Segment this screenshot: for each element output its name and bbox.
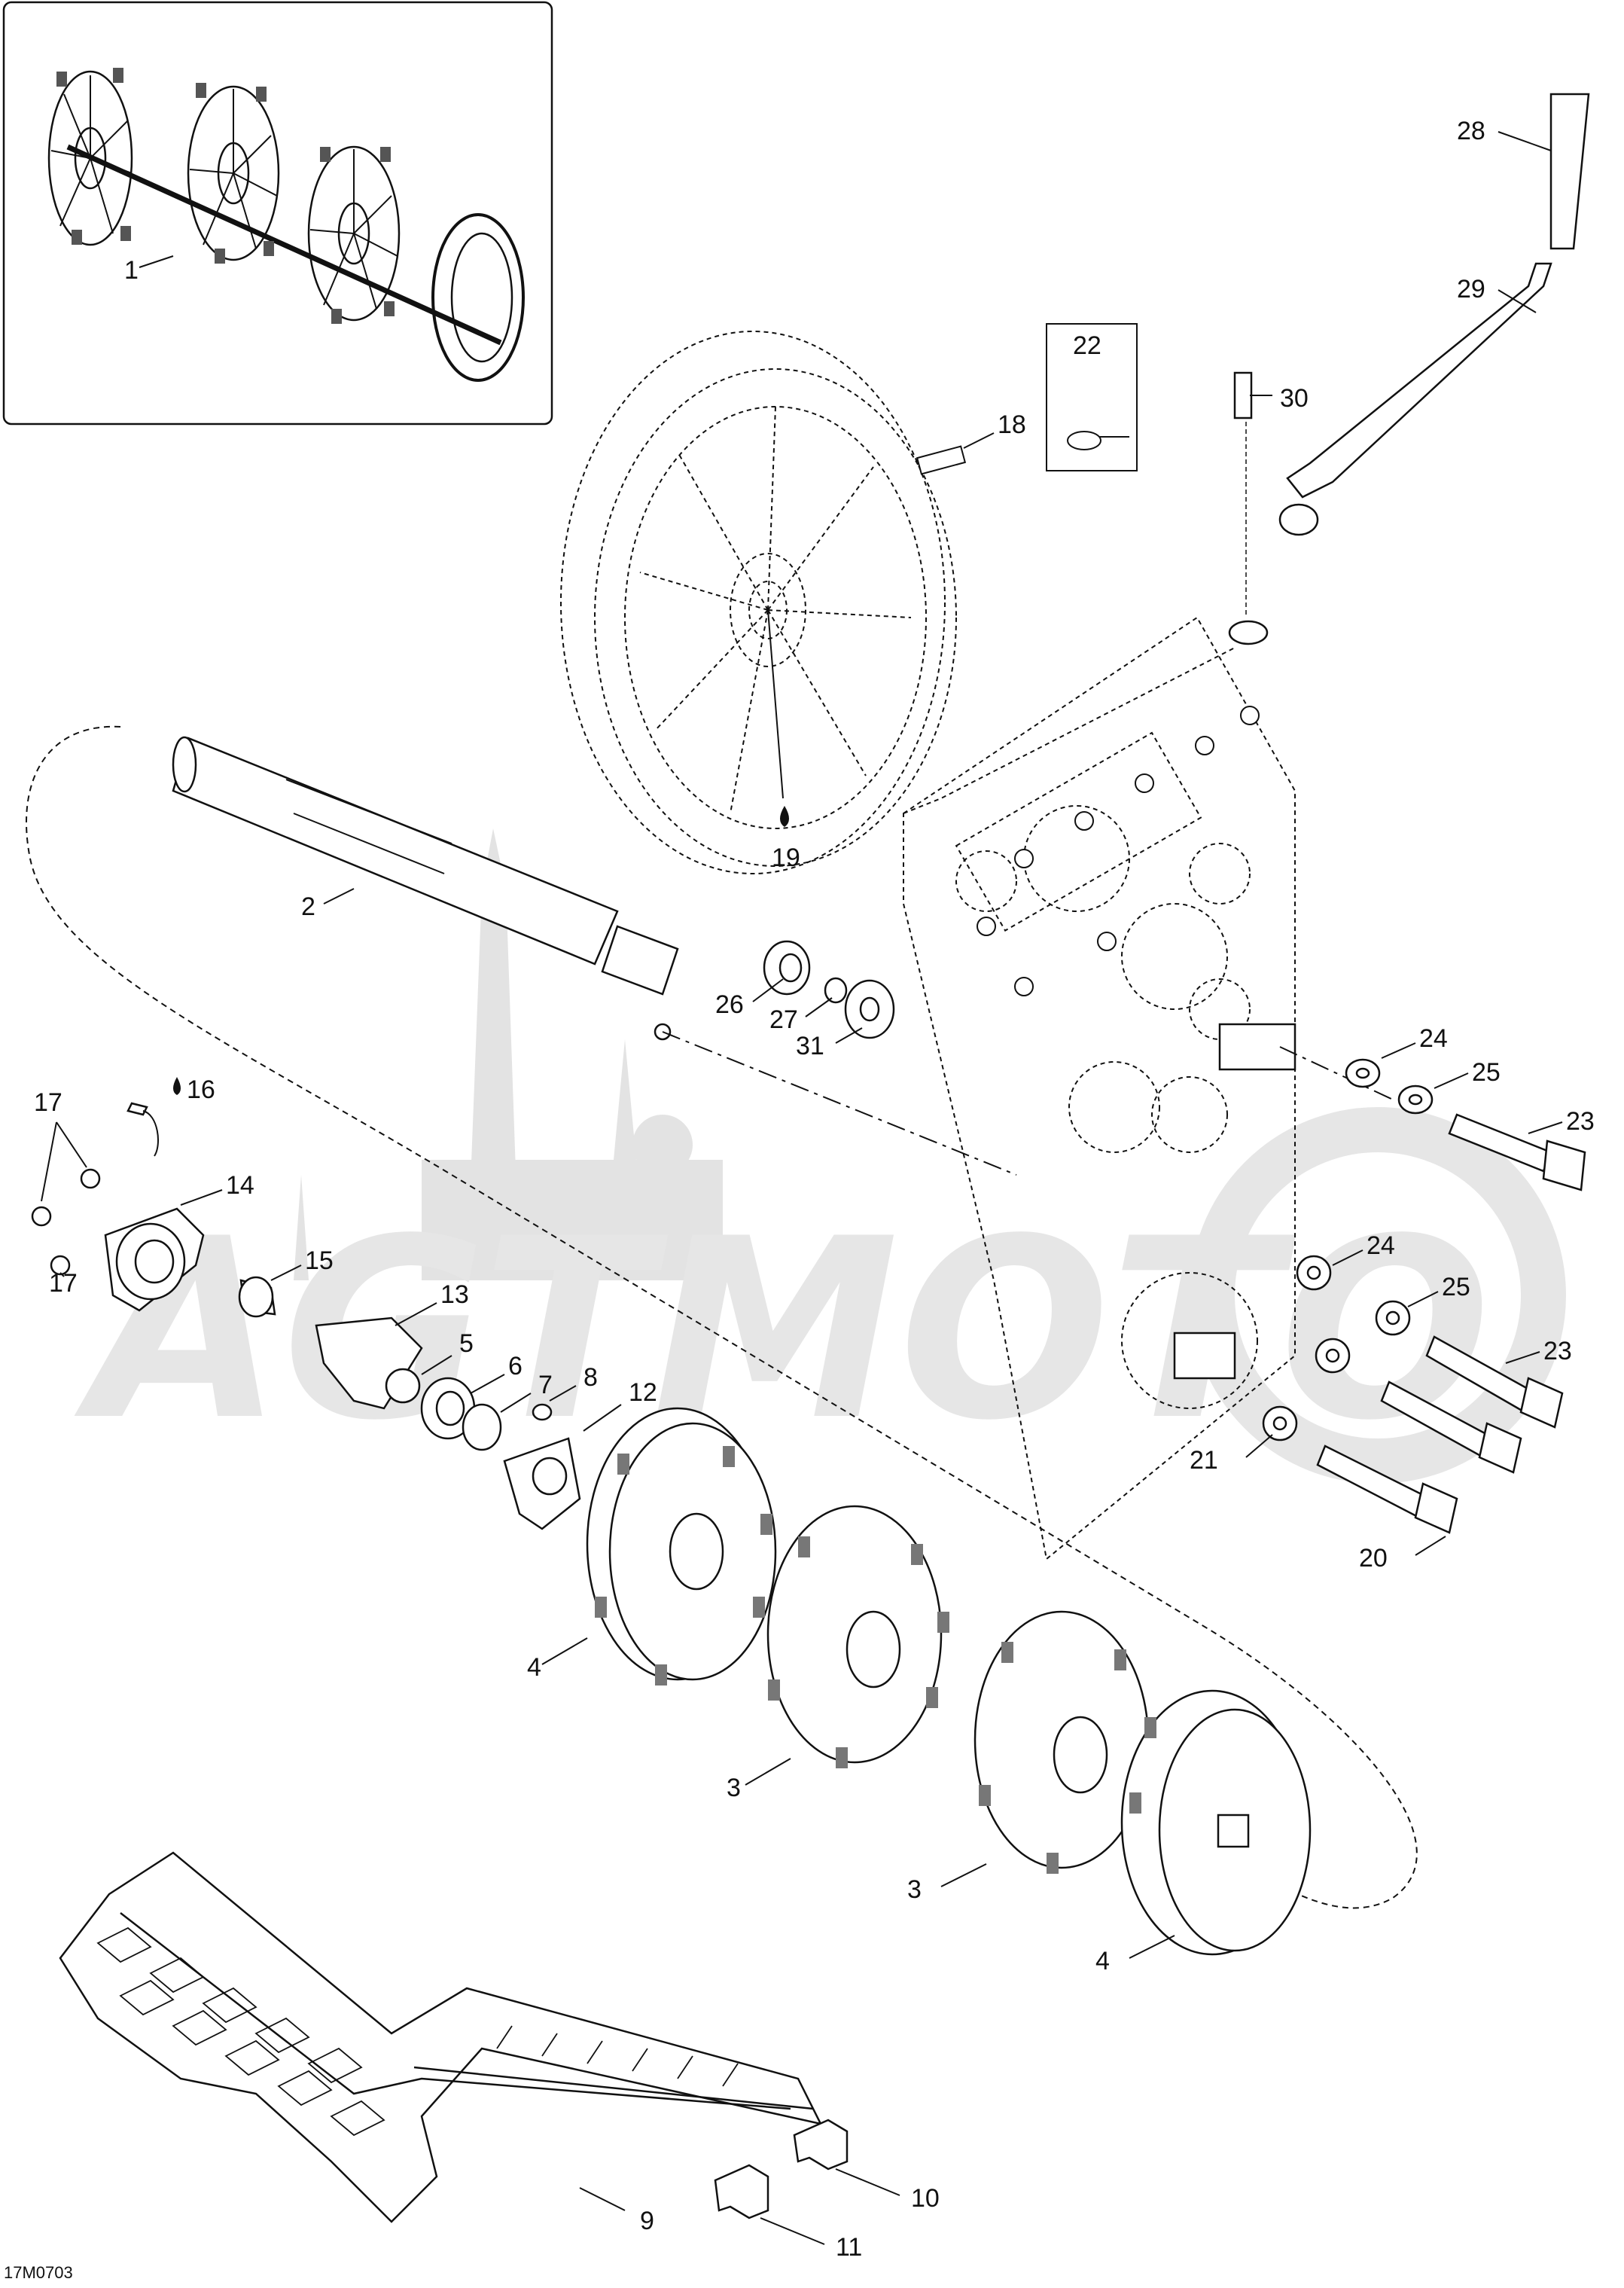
drawing-code: 17M0703 — [4, 2263, 73, 2282]
label-part-3-upper: 3 — [727, 1774, 741, 1802]
label-part-3-lower: 3 — [907, 1875, 922, 1904]
track-clips — [714, 2119, 849, 2219]
jackshaft — [172, 736, 679, 1041]
label-part-17-lower: 17 — [49, 1269, 78, 1298]
dipstick-parts — [1228, 93, 1590, 645]
label-part-1: 1 — [124, 256, 139, 285]
label-part-27: 27 — [769, 1005, 798, 1034]
label-part-26: 26 — [715, 990, 744, 1019]
chaincase-shafts — [1173, 1023, 1296, 1380]
label-part-16: 16 — [187, 1075, 215, 1104]
label-part-7: 7 — [538, 1371, 553, 1399]
key-part-18 — [916, 445, 967, 475]
chaincase-housing — [903, 616, 1296, 1560]
label-part-28: 28 — [1457, 117, 1485, 145]
label-part-2: 2 — [301, 892, 315, 921]
label-part-4-lower: 4 — [1095, 1947, 1110, 1975]
track-lugs — [96, 1926, 739, 2137]
label-part-13: 13 — [440, 1280, 469, 1309]
chaincase-bolts — [977, 706, 1260, 996]
label-part-30: 30 — [1280, 384, 1309, 413]
label-part-23-lower: 23 — [1543, 1337, 1572, 1365]
label-part-4-upper: 4 — [527, 1653, 541, 1682]
track — [59, 1851, 823, 2223]
drive-sprockets — [586, 1407, 1312, 1956]
label-part-21: 21 — [1190, 1446, 1218, 1475]
part-22-box — [1046, 323, 1138, 471]
bearing-housing-parts — [31, 1102, 581, 1530]
fasteners-lower — [1262, 1255, 1564, 1534]
label-part-24-lower: 24 — [1367, 1231, 1395, 1260]
oil-drop-icon — [173, 1077, 181, 1095]
label-part-18: 18 — [998, 410, 1026, 439]
label-part-5: 5 — [459, 1329, 474, 1358]
label-part-22: 22 — [1073, 331, 1101, 360]
label-part-31: 31 — [796, 1032, 824, 1060]
label-part-6: 6 — [508, 1352, 523, 1380]
label-part-11: 11 — [836, 2233, 862, 2262]
label-part-23-upper: 23 — [1566, 1107, 1595, 1136]
label-part-25-upper: 25 — [1472, 1058, 1501, 1087]
label-part-17-upper: 17 — [34, 1088, 62, 1117]
driven-pulley-phantom — [560, 331, 957, 874]
sprocket-teeth — [595, 1446, 1156, 1874]
oil-drop-icon — [780, 806, 789, 827]
fasteners-upper — [1345, 1058, 1586, 1191]
label-part-19: 19 — [772, 844, 800, 872]
label-part-24-upper: 24 — [1419, 1024, 1448, 1053]
inset-sprocket-assembly — [2, 1, 553, 426]
label-part-14: 14 — [226, 1171, 254, 1200]
track-phantom-loop — [26, 725, 1418, 1909]
sprocket-group-26-31 — [763, 940, 895, 1039]
label-part-9: 9 — [640, 2207, 654, 2235]
label-part-25-lower: 25 — [1442, 1273, 1470, 1301]
label-part-10: 10 — [911, 2184, 940, 2213]
label-part-15: 15 — [305, 1246, 334, 1275]
label-part-8: 8 — [583, 1363, 598, 1392]
label-part-12: 12 — [629, 1378, 657, 1407]
label-part-29: 29 — [1457, 275, 1485, 304]
watermark: AGTMOTO — [71, 828, 1566, 1484]
label-part-20: 20 — [1359, 1544, 1388, 1573]
